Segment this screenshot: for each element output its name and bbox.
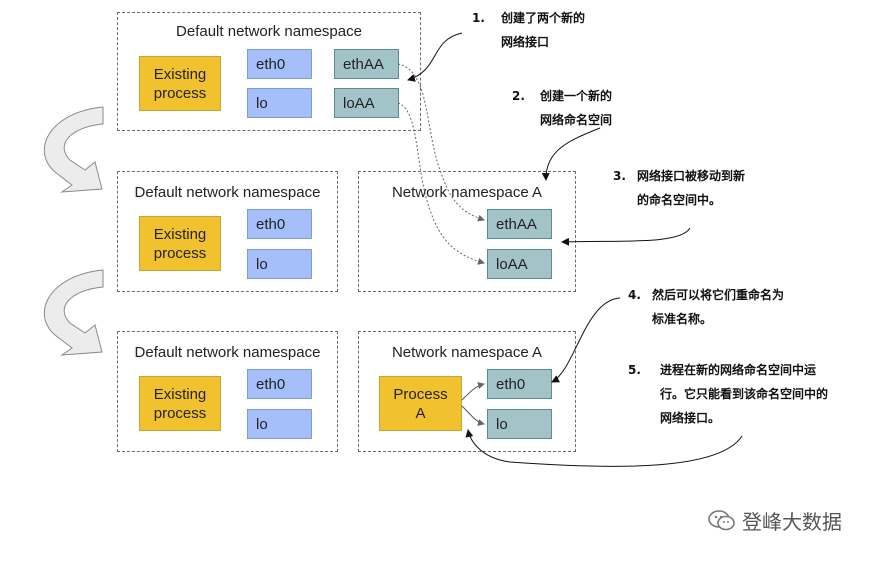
eth0-interface: eth0 bbox=[247, 369, 312, 399]
default-namespace-row3: Default network namespace Existing proce… bbox=[117, 331, 338, 452]
note-4: 4. 然后可以将它们重命名为 标准名称。 bbox=[628, 288, 785, 326]
existing-process: Existing process bbox=[139, 376, 221, 431]
note-5: 5. 进程在新的网络命名空间中运 行。它只能看到该命名空间中的 网络接口。 bbox=[628, 363, 829, 425]
loAA-interface: loAA bbox=[487, 249, 552, 279]
existing-process: Existing process bbox=[139, 56, 221, 111]
watermark-text: 登峰大数据 bbox=[742, 510, 842, 534]
lo-interface: lo bbox=[247, 88, 312, 118]
network-namespace-a-row3: Network namespace A Process A eth0 lo bbox=[358, 331, 576, 452]
eth0-interface: eth0 bbox=[247, 209, 312, 239]
namespace-title: Default network namespace bbox=[134, 184, 321, 201]
namespace-title: Default network namespace bbox=[176, 23, 362, 40]
ethAA-interface: ethAA bbox=[334, 49, 399, 79]
curved-down-arrow-icon bbox=[44, 106, 104, 193]
default-namespace-row1: Default network namespace Existing proce… bbox=[117, 12, 421, 131]
lo-interface-a: lo bbox=[487, 409, 552, 439]
wechat-icon bbox=[708, 509, 735, 530]
eth0-interface-a: eth0 bbox=[487, 369, 552, 399]
namespace-title: Network namespace A bbox=[391, 344, 543, 361]
default-namespace-row2: Default network namespace Existing proce… bbox=[117, 171, 338, 292]
lo-interface: lo bbox=[247, 409, 312, 439]
ethAA-interface: ethAA bbox=[487, 209, 552, 239]
loAA-interface: loAA bbox=[334, 88, 399, 118]
process-a: Process A bbox=[379, 376, 462, 431]
network-namespace-a-row2: Network namespace A ethAA loAA bbox=[358, 171, 576, 292]
existing-process: Existing process bbox=[139, 216, 221, 271]
lo-interface: lo bbox=[247, 249, 312, 279]
note-2: 2. 创建一个新的 网络命名空间 bbox=[512, 89, 613, 127]
note-1: 1. 创建了两个新的 网络接口 bbox=[472, 11, 586, 49]
eth0-interface: eth0 bbox=[247, 49, 312, 79]
curved-down-arrow-icon bbox=[44, 269, 104, 356]
watermark: 登峰大数据 bbox=[708, 506, 842, 535]
namespace-title: Default network namespace bbox=[134, 344, 321, 361]
note-3: 3. 网络接口被移动到新 的命名空间中。 bbox=[613, 169, 746, 207]
namespace-title: Network namespace A bbox=[391, 184, 543, 201]
